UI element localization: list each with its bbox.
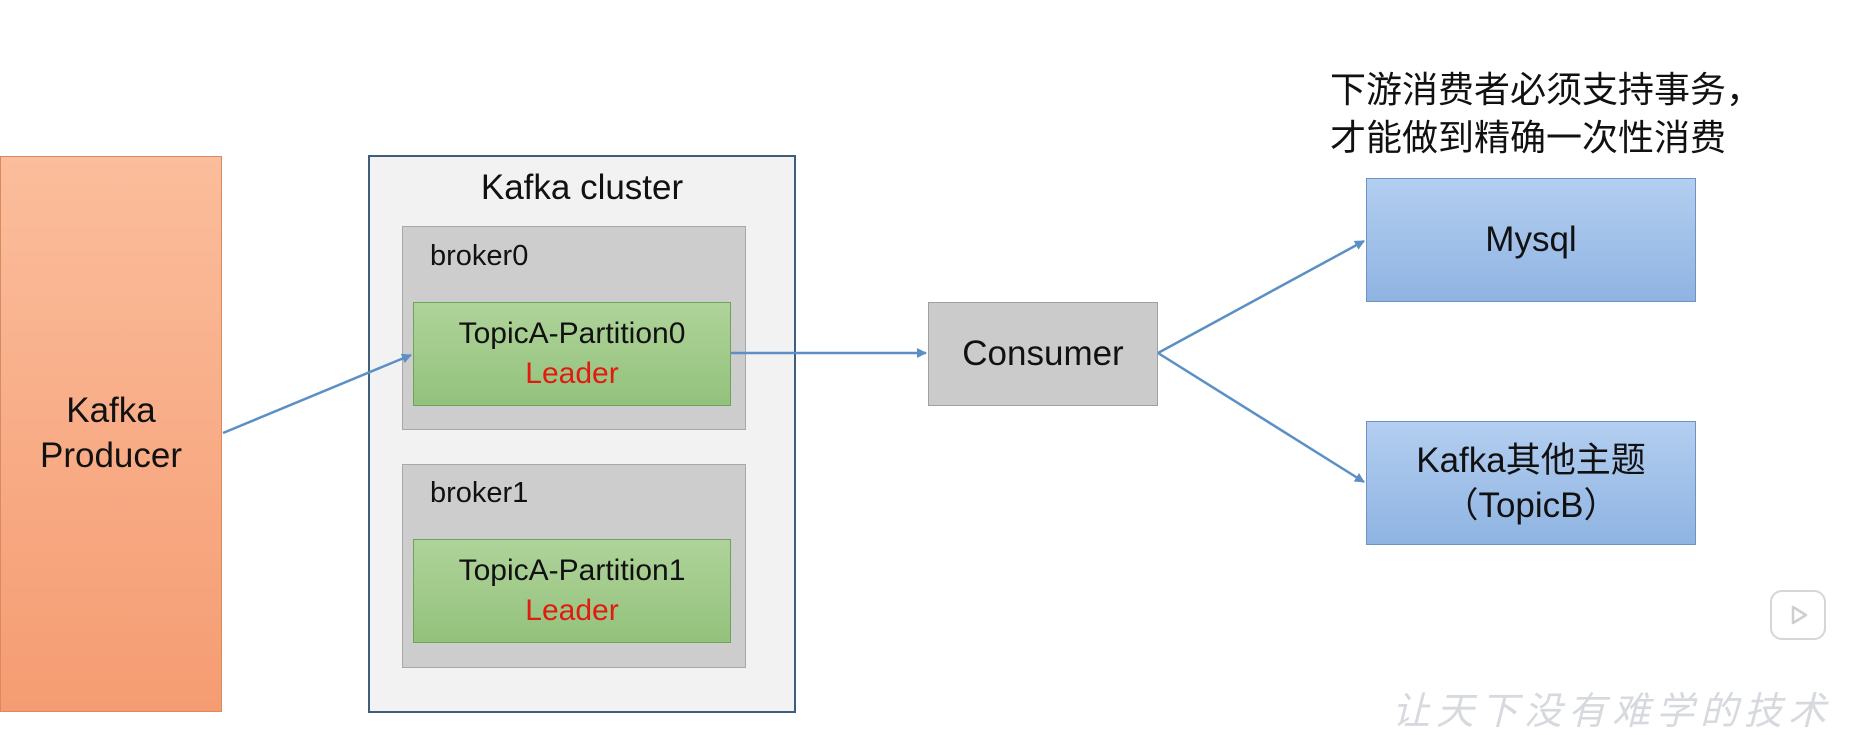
partition0-box: TopicA-Partition0 Leader bbox=[413, 302, 731, 406]
note-line1: 下游消费者必须支持事务， bbox=[1330, 69, 1763, 110]
partition1-box: TopicA-Partition1 Leader bbox=[413, 539, 731, 643]
partition1-label: TopicA-Partition1 bbox=[458, 554, 686, 588]
kafka-producer-box: Kafka Producer bbox=[0, 156, 222, 712]
other-topic-label-line2: （TopicB） bbox=[1443, 486, 1619, 525]
flow-arrows bbox=[222, 239, 1365, 484]
partition0-leader-label: Leader bbox=[525, 357, 619, 390]
broker0-label: broker0 bbox=[430, 240, 529, 272]
note-line2: 才能做到精确一次性消费 bbox=[1330, 117, 1727, 158]
arrow-consumer-to-topicb bbox=[1157, 351, 1365, 484]
broker1-label: broker1 bbox=[430, 477, 529, 509]
transaction-note: 下游消费者必须支持事务， 才能做到精确一次性消费 bbox=[1330, 66, 1800, 162]
play-button[interactable] bbox=[1770, 590, 1826, 640]
arrow-producer-to-partition0 bbox=[222, 353, 412, 435]
mysql-box: Mysql bbox=[1366, 178, 1696, 302]
watermark-text: 让天下没有难学的技术 bbox=[1392, 689, 1833, 733]
producer-label-line2: Producer bbox=[39, 436, 183, 475]
other-topic-label-line1: Kafka其他主题 bbox=[1416, 440, 1646, 480]
mysql-label: Mysql bbox=[1485, 220, 1577, 260]
cluster-title: Kafka cluster bbox=[480, 168, 684, 207]
other-topic-box: Kafka其他主题 （TopicB） bbox=[1366, 421, 1696, 545]
consumer-label: Consumer bbox=[962, 334, 1124, 373]
arrow-consumer-to-mysql bbox=[1157, 239, 1365, 355]
consumer-box: Consumer bbox=[928, 302, 1158, 406]
partition0-label: TopicA-Partition0 bbox=[458, 317, 686, 351]
play-icon bbox=[1791, 605, 1808, 625]
partition1-leader-label: Leader bbox=[525, 594, 619, 627]
producer-label-line1: Kafka bbox=[66, 391, 156, 431]
